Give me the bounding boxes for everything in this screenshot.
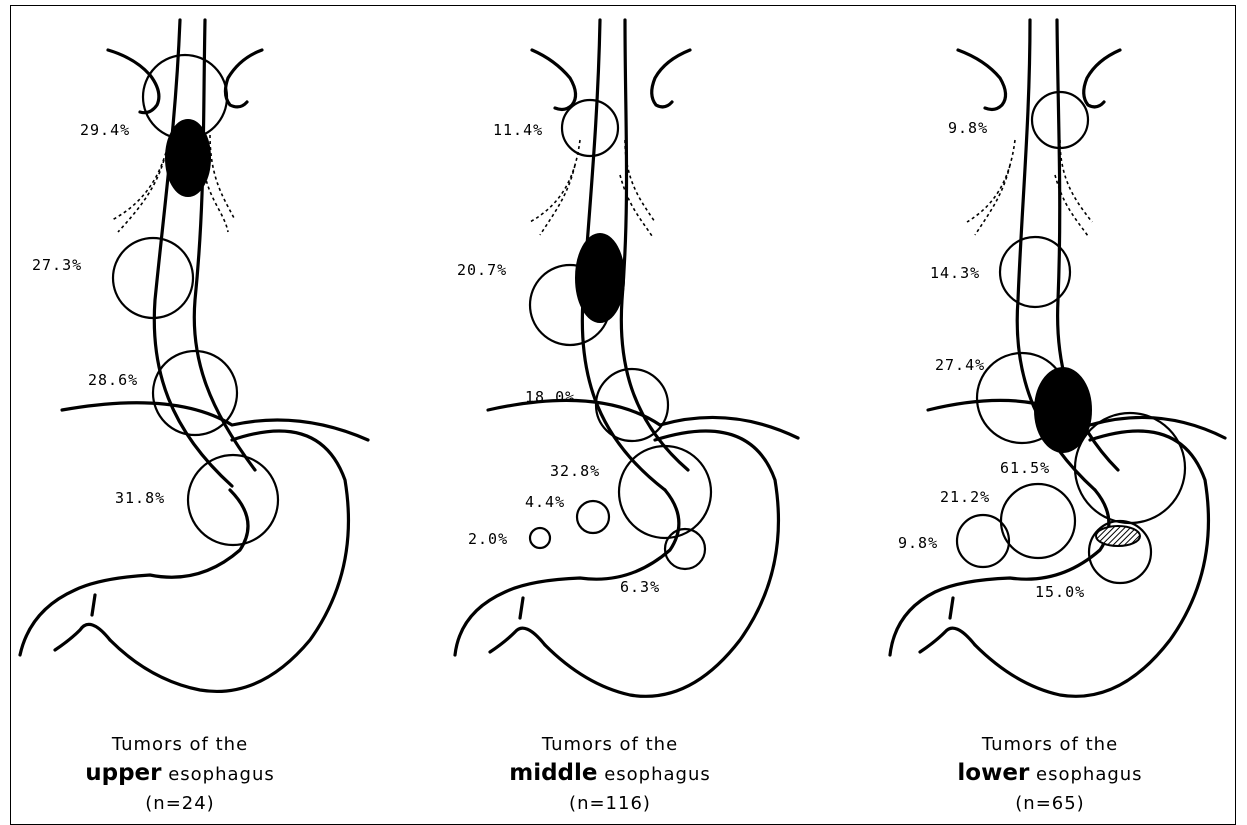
pylorus-mark — [92, 595, 95, 615]
pylorus-mark — [520, 598, 523, 618]
duodenum — [55, 624, 110, 650]
label-abdominal: 61.5% — [1000, 459, 1050, 477]
left-clavicle — [532, 50, 576, 109]
caption-n: (n=65) — [900, 789, 1200, 818]
stomach-outline — [110, 431, 348, 691]
node-distal — [530, 528, 550, 548]
right-clavicle — [652, 50, 690, 107]
pylorus-mark — [950, 598, 953, 618]
caption-esophagus: esophagus — [1029, 764, 1142, 785]
label-cervical: 29.4% — [80, 121, 130, 139]
label-lower-mediastinal: 27.4% — [935, 356, 985, 374]
label-distal: 9.8% — [898, 534, 938, 552]
duodenum — [920, 628, 975, 652]
caption-esophagus: esophagus — [161, 764, 274, 785]
caption-line1: Tumors of the — [900, 730, 1200, 759]
node-abdominal — [1075, 413, 1185, 523]
primary-tumor-upper — [166, 120, 210, 196]
right-bronchus — [1060, 140, 1092, 222]
stomach-lesser-curve — [20, 490, 248, 655]
label-lesser-curve: 4.4% — [525, 493, 565, 511]
right-clavicle — [225, 50, 262, 107]
hatched-node — [1096, 526, 1140, 546]
label-distal: 2.0% — [468, 530, 508, 548]
left-clavicle — [108, 50, 159, 113]
right-bronchus — [210, 135, 235, 220]
caption-n: (n=116) — [460, 789, 760, 818]
node-distal — [957, 515, 1009, 567]
panel-lower: 9.8% 14.3% 27.4% 61.5% 21.2% 9.8% 15.0% — [890, 20, 1225, 696]
node-abdominal-upper — [188, 455, 278, 545]
label-upper-mediastinal: 27.3% — [32, 256, 82, 274]
label-abdominal: 31.8% — [115, 489, 165, 507]
node-cervical — [562, 100, 618, 156]
panel-middle: 11.4% 20.7% 18.0% 32.8% 4.4% 2.0% 6.3% — [455, 20, 798, 696]
label-greater-curve: 15.0% — [1035, 583, 1085, 601]
label-greater-curve: 6.3% — [620, 578, 660, 596]
right-bronchus — [625, 140, 655, 222]
caption-line1: Tumors of the — [30, 730, 330, 759]
esophagus-right-wall — [621, 20, 688, 470]
stomach-lesser-curve — [890, 490, 1109, 655]
label-cervical: 9.8% — [948, 119, 988, 137]
label-abdominal: 32.8% — [550, 462, 600, 480]
diaphragm — [488, 400, 798, 438]
right-bronchus-2 — [205, 175, 228, 232]
left-bronchus-2 — [118, 160, 164, 232]
stomach-lesser-curve — [455, 490, 679, 655]
label-lower-mediastinal: 18.0% — [525, 388, 575, 406]
caption-line1: Tumors of the — [460, 730, 760, 759]
caption-lower: Tumors of the lower esophagus (n=65) — [900, 730, 1200, 818]
label-upper-mediastinal: 20.7% — [457, 261, 507, 279]
caption-location: middle — [509, 760, 597, 786]
left-bronchus-2 — [975, 165, 1010, 235]
left-clavicle — [958, 50, 1006, 109]
node-lesser-curve — [1001, 484, 1075, 558]
label-lesser-curve: 21.2% — [940, 488, 990, 506]
caption-line2: upper esophagus — [30, 759, 330, 789]
caption-location: upper — [85, 760, 161, 786]
left-bronchus-2 — [540, 165, 575, 235]
caption-line2: lower esophagus — [900, 759, 1200, 789]
node-upper-mediastinal — [113, 238, 193, 318]
node-lesser-curve — [577, 501, 609, 533]
label-cervical: 11.4% — [493, 121, 543, 139]
left-bronchus — [530, 140, 580, 222]
label-lower-mediastinal: 28.6% — [88, 371, 138, 389]
caption-location: lower — [957, 760, 1029, 786]
right-clavicle — [1084, 50, 1120, 107]
left-bronchus — [112, 135, 170, 220]
duodenum — [490, 628, 545, 652]
caption-line2: middle esophagus — [460, 759, 760, 789]
caption-upper: Tumors of the upper esophagus (n=24) — [30, 730, 330, 818]
panel-upper: 29.4% 27.3% 28.6% 31.8% — [20, 20, 368, 691]
caption-middle: Tumors of the middle esophagus (n=116) — [460, 730, 760, 818]
label-upper-mediastinal: 14.3% — [930, 264, 980, 282]
caption-esophagus: esophagus — [598, 764, 711, 785]
caption-n: (n=24) — [30, 789, 330, 818]
